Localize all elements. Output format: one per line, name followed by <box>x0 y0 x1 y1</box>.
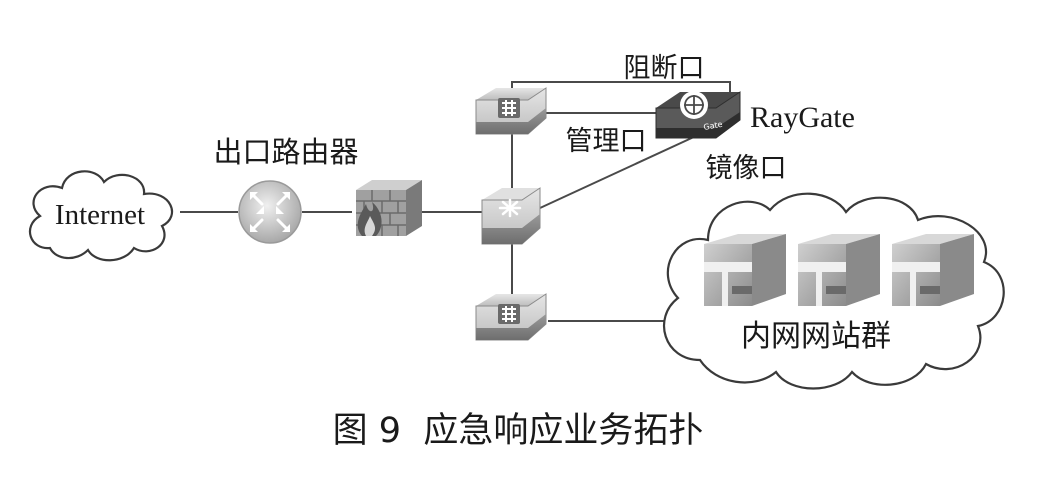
block-port-label: 阻断口 <box>624 53 705 84</box>
router-label: 出口路由器 <box>213 135 358 169</box>
intranet-node: 内网网站群 <box>662 192 1005 390</box>
firewall-icon <box>356 180 422 236</box>
upper-switch-node <box>475 87 547 135</box>
cloud-icon <box>29 170 174 262</box>
connections <box>180 81 731 322</box>
core-switch-node <box>481 187 541 245</box>
internet-node: Internet <box>29 170 174 262</box>
mirror-port-label: 镜像口 <box>706 153 787 184</box>
server-icon <box>704 234 786 306</box>
raygate-label: RayGate <box>750 101 855 134</box>
switch-icon <box>475 87 547 135</box>
manage-port-label: 管理口 <box>566 126 647 157</box>
raygate-node: Gate RayGate <box>655 91 855 139</box>
raygate-device-icon: Gate <box>655 91 741 139</box>
lower-switch-node <box>475 293 547 341</box>
raygate-badge: Gate <box>703 120 724 132</box>
server-icon <box>892 234 974 306</box>
internet-label: Internet <box>55 199 145 231</box>
router-node: 出口路由器 <box>213 135 359 244</box>
link-block-port <box>511 81 731 96</box>
switch-icon <box>475 293 547 341</box>
intranet-label: 内网网站群 <box>741 319 891 354</box>
server-cluster-icon <box>704 234 974 306</box>
server-icon <box>798 234 880 306</box>
core-switch-icon <box>481 187 541 245</box>
link-mirror-port <box>539 135 697 209</box>
figure-caption: 图 9 应急响应业务拓扑 <box>333 411 704 451</box>
router-icon <box>238 180 302 244</box>
